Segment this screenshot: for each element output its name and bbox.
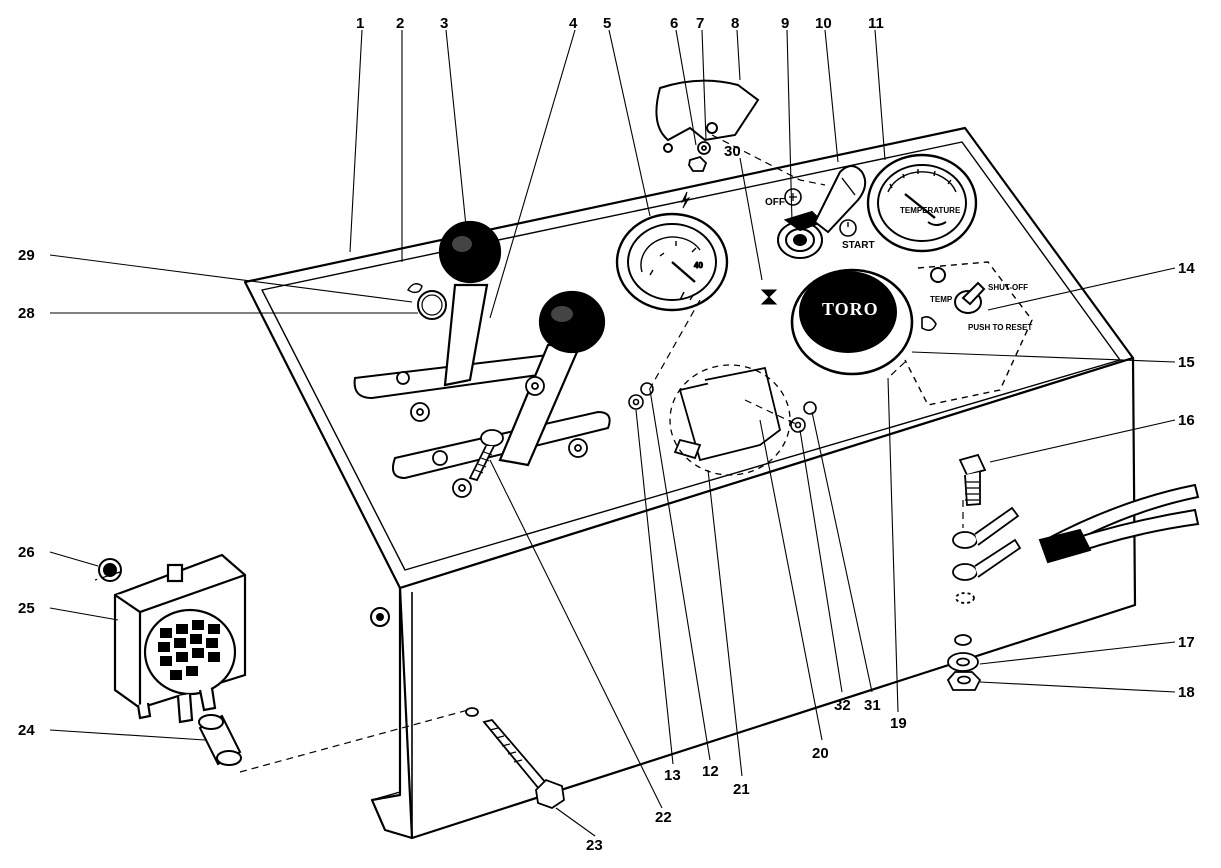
callout-28: 28 [18, 305, 35, 322]
callout-8: 8 [731, 15, 739, 32]
temperature-gauge-11 [866, 153, 978, 253]
callout-1: 1 [356, 15, 364, 32]
bolt-16 [958, 453, 987, 506]
panel-grommet-hole [376, 613, 384, 621]
ammeter-scale-label: 40 [694, 261, 703, 270]
callout-3: 3 [440, 15, 448, 32]
washer-17-nut-18 [946, 634, 982, 691]
callout-26: 26 [18, 544, 35, 561]
callout-32: 32 [834, 697, 851, 714]
temp-label: TEMP [930, 295, 953, 304]
hourglass-symbol [760, 289, 778, 305]
callout-10: 10 [815, 15, 832, 32]
callout-29: 29 [18, 247, 35, 264]
callout-31: 31 [864, 697, 881, 714]
callout-30: 30 [724, 143, 741, 160]
shutoff-switch-14 [930, 267, 986, 314]
callout-numbers: 1 2 3 4 5 6 7 8 9 10 11 14 15 16 17 18 1… [18, 15, 1195, 854]
callout-4: 4 [569, 15, 578, 32]
hour-meter-15 [790, 268, 914, 376]
thermometer-symbol [921, 316, 937, 332]
callout-19: 19 [890, 715, 907, 732]
start-off-symbols [784, 188, 857, 237]
ammeter-gauge-5: 40 [615, 212, 729, 312]
wire-harness [1038, 483, 1200, 564]
ring-terminals [952, 506, 1022, 604]
toro-brand: TORO [822, 299, 879, 319]
callout-15: 15 [1178, 354, 1195, 371]
callout-16: 16 [1178, 412, 1195, 429]
callout-12: 12 [702, 763, 719, 780]
callout-5: 5 [603, 15, 611, 32]
callout-22: 22 [655, 809, 672, 826]
callout-9: 9 [781, 15, 789, 32]
push-to-reset-label: PUSH TO RESET [968, 323, 1032, 332]
alarm-grille [158, 620, 220, 680]
choke-lever [498, 290, 606, 467]
callout-17: 17 [1178, 634, 1195, 651]
leader-lines [49, 29, 1176, 837]
callout-23: 23 [586, 837, 603, 854]
assembly-dashed-lines [94, 134, 964, 773]
callout-11: 11 [868, 15, 884, 32]
callout-7: 7 [696, 15, 704, 32]
lever-mount-nuts [396, 371, 588, 498]
bolt-23 [465, 707, 565, 809]
callout-14: 14 [1178, 260, 1195, 277]
nut-26 [98, 558, 122, 582]
bracket-8 [655, 79, 760, 153]
callout-24: 24 [18, 722, 35, 739]
callout-18: 18 [1178, 684, 1195, 701]
shutoff-module-outline [904, 261, 1033, 406]
callout-25: 25 [18, 600, 35, 617]
wiring-loop-dashed [669, 364, 791, 476]
callout-21: 21 [733, 781, 750, 798]
start-label: START [842, 240, 875, 251]
callout-13: 13 [664, 767, 681, 784]
nut-6-washer-7 [688, 141, 711, 172]
callout-20: 20 [812, 745, 829, 762]
ignition-switch-9 [777, 210, 824, 259]
temperature-gauge-label: TEMPERATURE [900, 206, 961, 215]
lightning-symbol [680, 191, 691, 209]
off-label: OFF [765, 197, 785, 208]
throttle-lever-3 [438, 220, 502, 387]
choke-knob-28 [407, 283, 447, 320]
callout-2: 2 [396, 15, 404, 32]
callout-6: 6 [670, 15, 678, 32]
bolt-22 [468, 429, 504, 482]
plug-24 [198, 714, 242, 766]
ignition-key-10 [813, 165, 867, 234]
